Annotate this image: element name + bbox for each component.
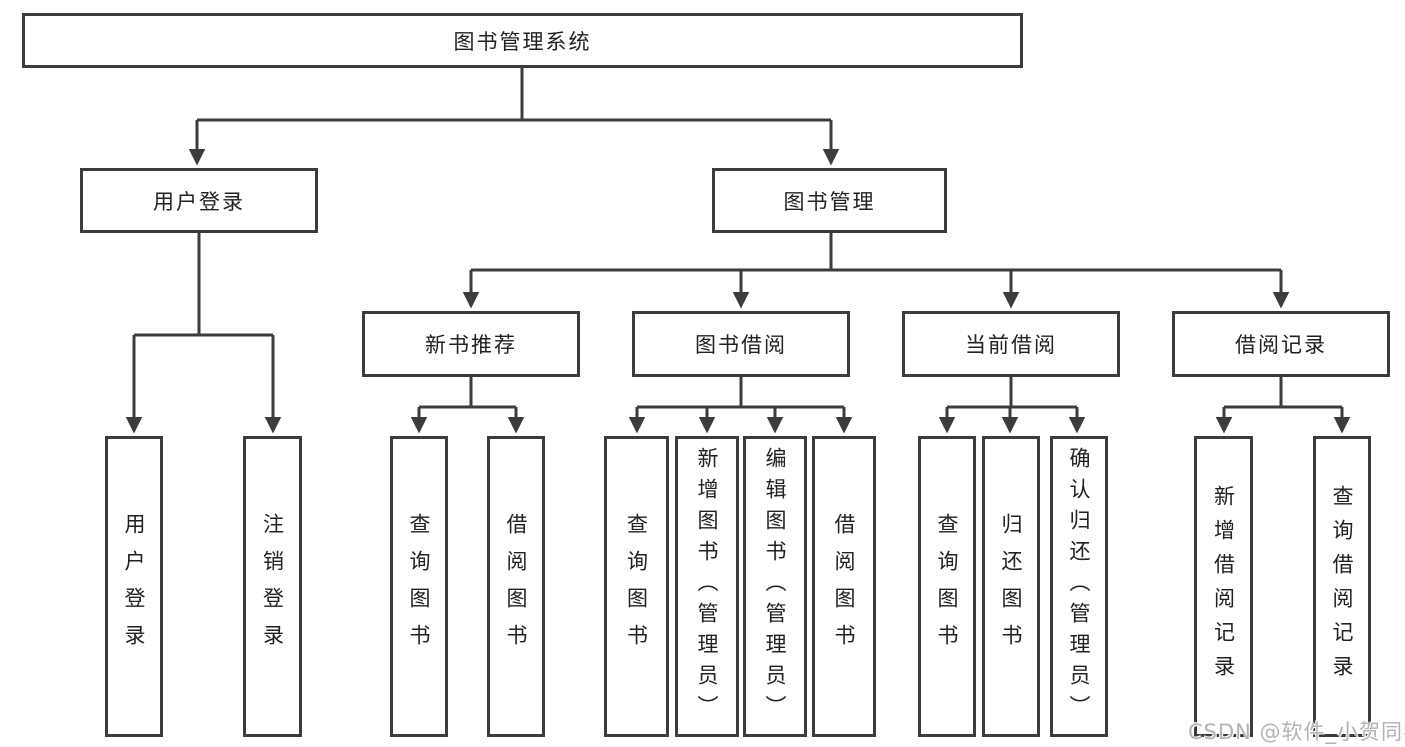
leaf-borrow-books-recommend: 借阅图书 [487, 436, 545, 737]
leaf-label: 借阅图书 [832, 512, 856, 661]
leaf-label: 新增图书（管理员） [695, 447, 719, 726]
connector-line [197, 68, 831, 122]
leaf-query-books-borrow: 查询图书 [604, 436, 669, 737]
leaf-label: 用户登录 [122, 512, 146, 661]
node-borrowing-records: 借阅记录 [1172, 311, 1390, 377]
node-book-borrowing: 图书借阅 [632, 311, 850, 377]
leaf-confirm-return-admin: 确认归还（管理员） [1050, 436, 1108, 737]
leaf-query-borrow-record: 查询借阅记录 [1313, 436, 1371, 737]
leaf-query-books-recommend: 查询图书 [390, 436, 448, 737]
node-current-borrowing: 当前借阅 [902, 311, 1120, 377]
leaf-borrow-books: 借阅图书 [812, 436, 876, 737]
node-label: 图书借阅 [695, 333, 787, 357]
leaf-label: 确认归还（管理员） [1067, 447, 1091, 726]
leaf-label: 注销登录 [260, 512, 285, 661]
csdn-watermark: CSDN @软件_小贺同学 [1188, 720, 1405, 744]
leaf-label: 查询借阅记录 [1330, 484, 1354, 689]
node-label: 图书管理 [783, 189, 876, 214]
node-label: 图书管理系统 [453, 29, 592, 54]
leaf-label: 归还图书 [999, 512, 1023, 661]
connector-line [419, 377, 516, 409]
connector-line [947, 377, 1077, 409]
connector-line [471, 233, 1281, 272]
connector-line [637, 377, 844, 409]
node-label: 新书推荐 [425, 333, 517, 357]
leaf-user-login: 用户登录 [105, 436, 163, 737]
leaf-label: 编辑图书（管理员） [763, 447, 787, 726]
leaf-label: 借阅图书 [504, 512, 528, 661]
leaf-label: 查询图书 [407, 512, 431, 661]
leaf-query-books-current: 查询图书 [918, 436, 976, 737]
node-label: 用户登录 [153, 189, 245, 214]
leaf-label: 查询图书 [624, 512, 649, 661]
leaf-return-books: 归还图书 [982, 436, 1040, 737]
leaf-add-borrow-record: 新增借阅记录 [1194, 436, 1253, 737]
connector-line [1224, 377, 1342, 409]
leaf-add-books-admin: 新增图书（管理员） [675, 436, 739, 737]
leaf-label: 查询图书 [935, 512, 959, 661]
leaf-logout: 注销登录 [243, 436, 302, 737]
connector-line [134, 233, 273, 337]
node-label: 当前借阅 [965, 333, 1057, 357]
node-label: 借阅记录 [1235, 333, 1327, 357]
node-user-login: 用户登录 [80, 168, 318, 233]
node-book-management: 图书管理 [712, 168, 947, 233]
node-library-management-system: 图书管理系统 [22, 13, 1023, 68]
leaf-edit-books-admin: 编辑图书（管理员） [743, 436, 807, 737]
node-new-book-recommendation: 新书推荐 [362, 311, 580, 377]
leaf-label: 新增借阅记录 [1211, 484, 1236, 689]
